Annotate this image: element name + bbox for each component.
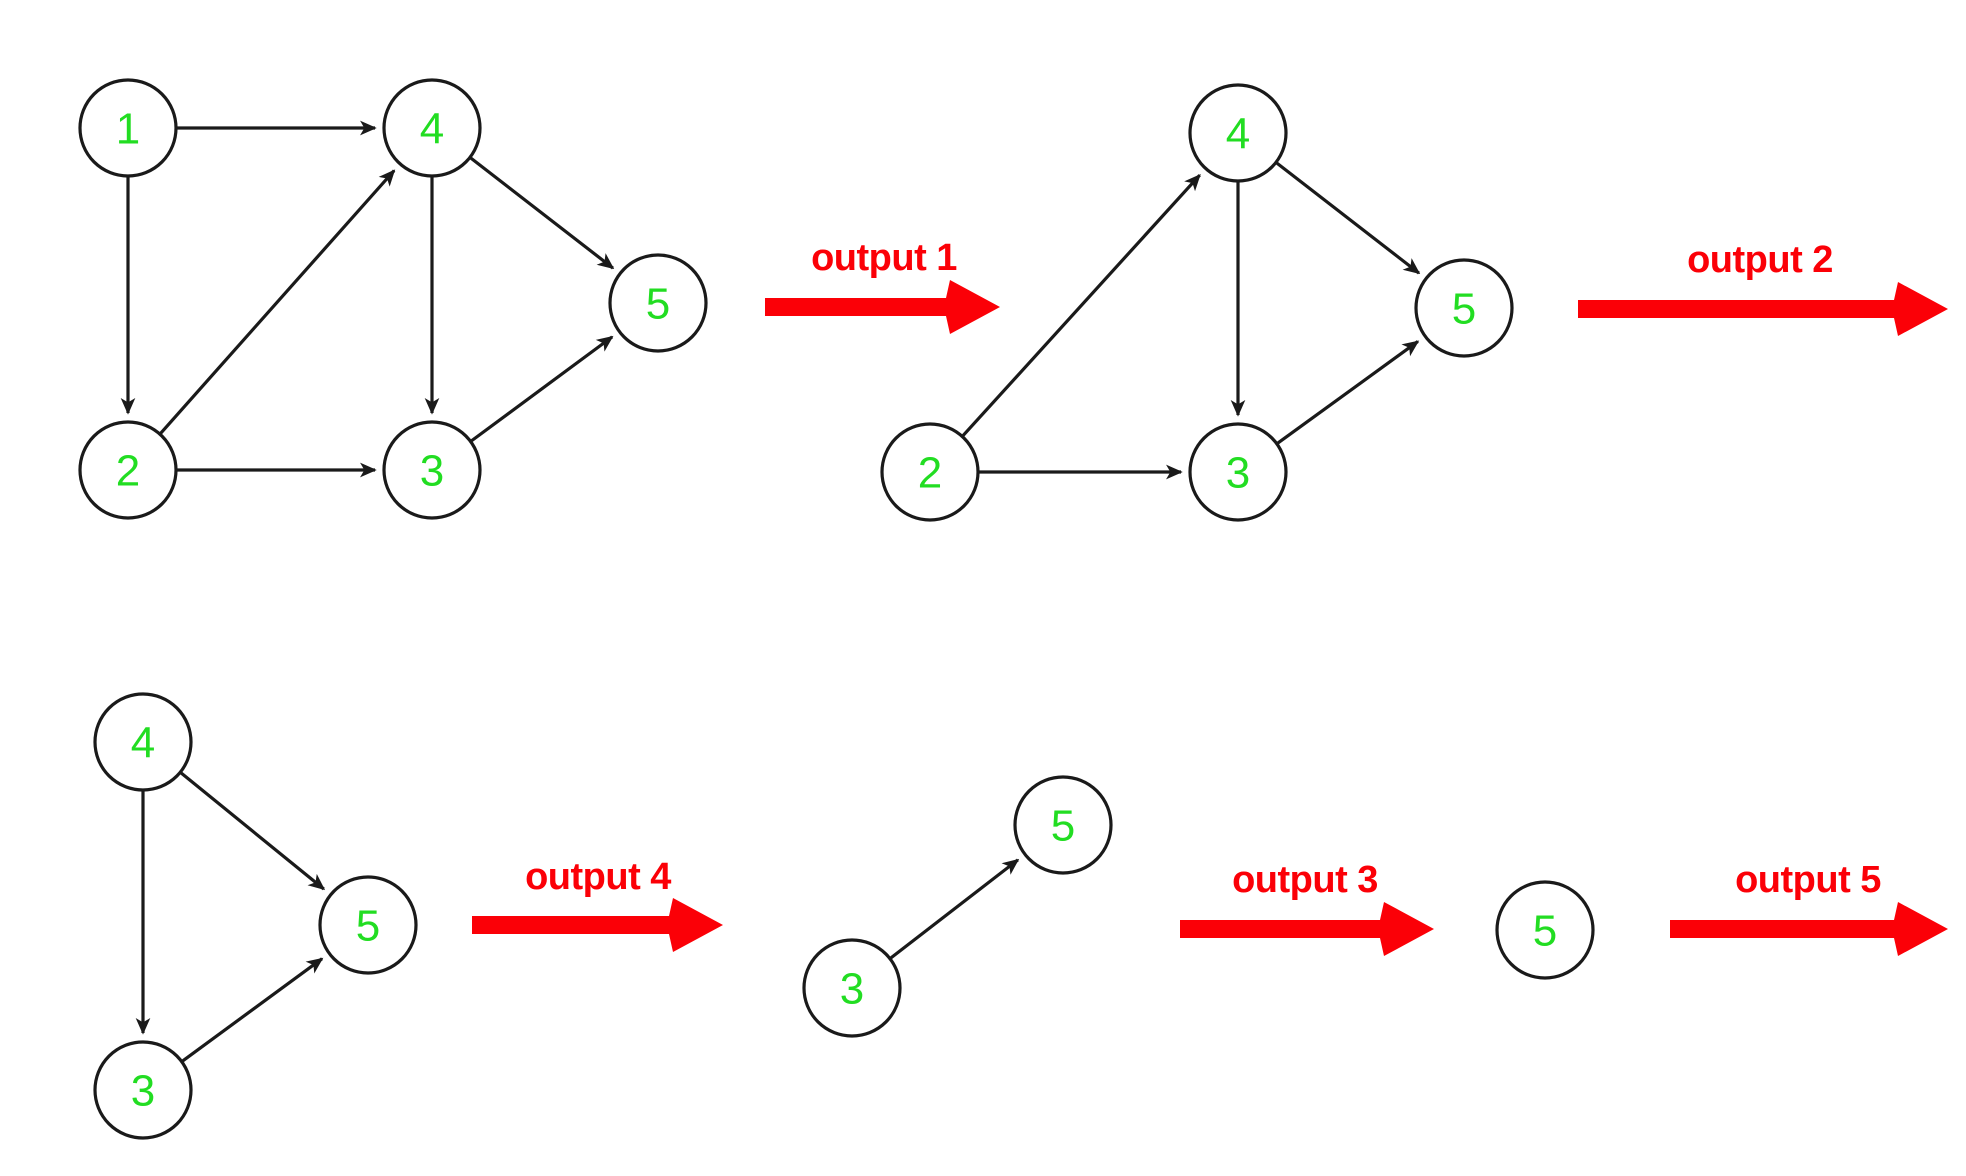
graph-1-nodes: 1 4 5 2 3	[78, 78, 708, 520]
node-label: 3	[131, 1067, 155, 1116]
node-circle	[1495, 880, 1595, 980]
node-label: 5	[1051, 802, 1075, 851]
node-label: 3	[840, 965, 864, 1014]
transition-label: output 2	[1687, 239, 1833, 281]
edge-2-to-4	[159, 169, 396, 435]
node-4[interactable]: 4	[1188, 83, 1288, 183]
transition-5: output 5	[1670, 859, 1948, 956]
node-3[interactable]: 3	[382, 420, 482, 520]
node-circle	[93, 692, 193, 792]
node-circle	[78, 420, 178, 520]
edge-4-to-5	[180, 771, 326, 891]
node-circle	[93, 1040, 193, 1140]
node-1[interactable]: 1	[78, 78, 178, 178]
transition-label: output 4	[525, 856, 671, 898]
node-circle	[318, 875, 418, 975]
edges-layer	[120, 120, 1421, 1063]
node-label: 4	[131, 719, 155, 768]
graph-3-nodes: 4 5 3	[93, 692, 418, 1140]
node-5[interactable]: 5	[1414, 258, 1514, 358]
transitions-layer: output 1 output 2 output 4 output 3 output 5	[472, 237, 1948, 956]
node-label: 3	[1226, 449, 1250, 498]
node-label: 4	[1226, 110, 1250, 159]
node-label: 2	[918, 449, 942, 498]
node-circle	[1414, 258, 1514, 358]
edge-3-to-5	[470, 335, 614, 443]
graph-5-nodes: 5	[1495, 880, 1595, 980]
node-circle	[382, 78, 482, 178]
edge-3-to-5	[1276, 340, 1420, 445]
node-label: 3	[420, 447, 444, 496]
node-circle	[608, 253, 708, 353]
node-4[interactable]: 4	[382, 78, 482, 178]
node-label: 5	[646, 280, 670, 329]
node-5[interactable]: 5	[608, 253, 708, 353]
node-label: 2	[116, 447, 140, 496]
node-3[interactable]: 3	[93, 1040, 193, 1140]
node-5[interactable]: 5	[1495, 880, 1595, 980]
node-circle	[802, 938, 902, 1038]
node-3[interactable]: 3	[802, 938, 902, 1038]
graph-4-nodes: 53	[802, 775, 1113, 1038]
node-circle	[1013, 775, 1113, 875]
graph-2-nodes: 4 5 2 3	[880, 83, 1514, 522]
transition-2: output 2	[1578, 239, 1948, 336]
node-label: 5	[356, 902, 380, 951]
node-circle	[1188, 83, 1288, 183]
node-2[interactable]: 2	[78, 420, 178, 520]
node-5[interactable]: 5	[1013, 775, 1113, 875]
edge-3-to-5	[181, 957, 324, 1063]
node-label: 5	[1452, 285, 1476, 334]
node-2[interactable]: 2	[880, 422, 980, 522]
transition-1: output 1	[765, 237, 1000, 334]
edge-4-to-5	[469, 156, 615, 270]
right-arrow-icon	[1670, 902, 1948, 956]
node-circle	[382, 420, 482, 520]
node-circle	[78, 78, 178, 178]
edge-3-to-5	[889, 858, 1020, 960]
transition-label: output 1	[811, 237, 957, 279]
edge-2-to-4	[961, 173, 1201, 437]
graph-2-edges	[961, 161, 1421, 480]
node-4[interactable]: 4	[93, 692, 193, 792]
node-label: 1	[116, 105, 140, 154]
graph-3-edges	[135, 771, 326, 1063]
node-circle	[1188, 422, 1288, 522]
node-label: 4	[420, 105, 444, 154]
transition-3: output 4	[472, 856, 723, 952]
transition-4: output 3	[1180, 859, 1434, 956]
right-arrow-icon	[765, 280, 1000, 334]
node-circle	[880, 422, 980, 522]
graph-1-edges	[120, 120, 615, 478]
graph-4-edges	[889, 858, 1020, 960]
right-arrow-icon	[1578, 282, 1948, 336]
node-label: 5	[1533, 907, 1557, 956]
node-5[interactable]: 5	[318, 875, 418, 975]
node-3[interactable]: 3	[1188, 422, 1288, 522]
transition-label: output 3	[1232, 859, 1378, 901]
right-arrow-icon	[1180, 902, 1434, 956]
transition-label: output 5	[1735, 859, 1881, 901]
right-arrow-icon	[472, 898, 723, 952]
edge-4-to-5	[1275, 161, 1421, 275]
